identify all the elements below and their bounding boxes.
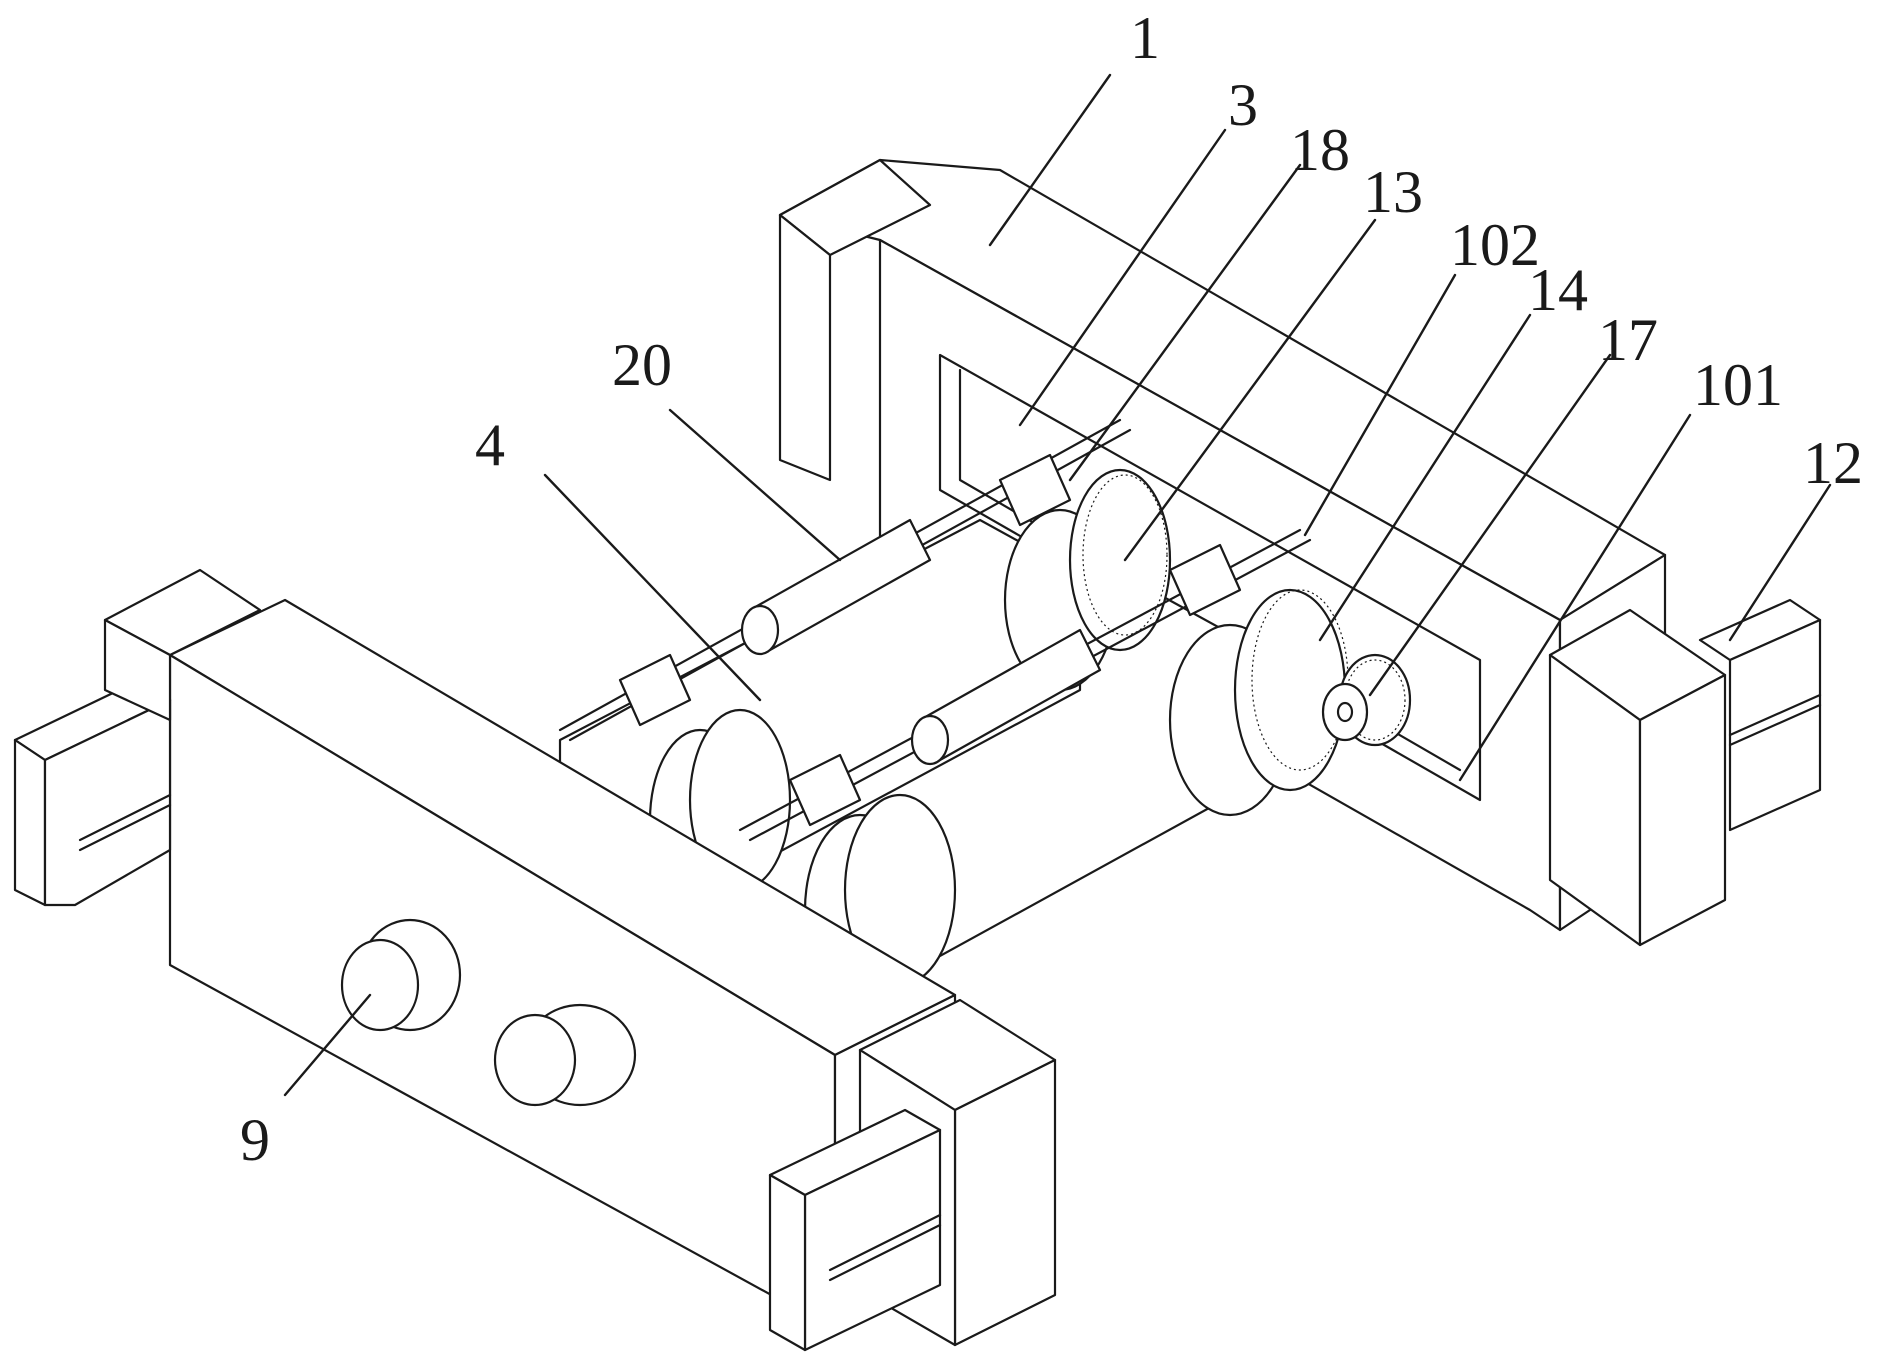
leader-17: [1368, 353, 1612, 697]
leader-12: [1728, 483, 1832, 642]
label-17: 17: [1598, 307, 1658, 373]
leader-20: [668, 408, 842, 562]
label-101: 101: [1693, 352, 1783, 418]
leader-18: [1068, 163, 1302, 482]
left-rail: [13, 568, 262, 907]
reference-labels: 1 3 18 13 102 14 17 101 12 20 4 9: [240, 5, 1863, 1173]
label-20: 20: [612, 332, 672, 398]
label-12: 12: [1803, 430, 1863, 496]
leader-9: [283, 993, 372, 1097]
leader-4: [543, 473, 762, 702]
leader-lines: [283, 73, 1832, 1097]
label-1: 1: [1130, 5, 1160, 71]
label-18: 18: [1290, 117, 1350, 183]
leader-13: [1123, 218, 1377, 562]
right-end-block: [1548, 608, 1727, 947]
front-right-block: [768, 998, 1057, 1352]
label-13: 13: [1363, 159, 1423, 225]
label-4: 4: [475, 412, 505, 478]
right-rail: [1698, 598, 1822, 832]
label-102: 102: [1450, 212, 1540, 278]
leader-102: [1303, 273, 1457, 537]
leader-1: [988, 73, 1112, 247]
label-9: 9: [240, 1107, 270, 1173]
leader-3: [1018, 128, 1227, 427]
leader-101: [1458, 413, 1692, 782]
leader-14: [1318, 313, 1532, 642]
label-3: 3: [1228, 72, 1258, 138]
label-14: 14: [1528, 257, 1588, 323]
